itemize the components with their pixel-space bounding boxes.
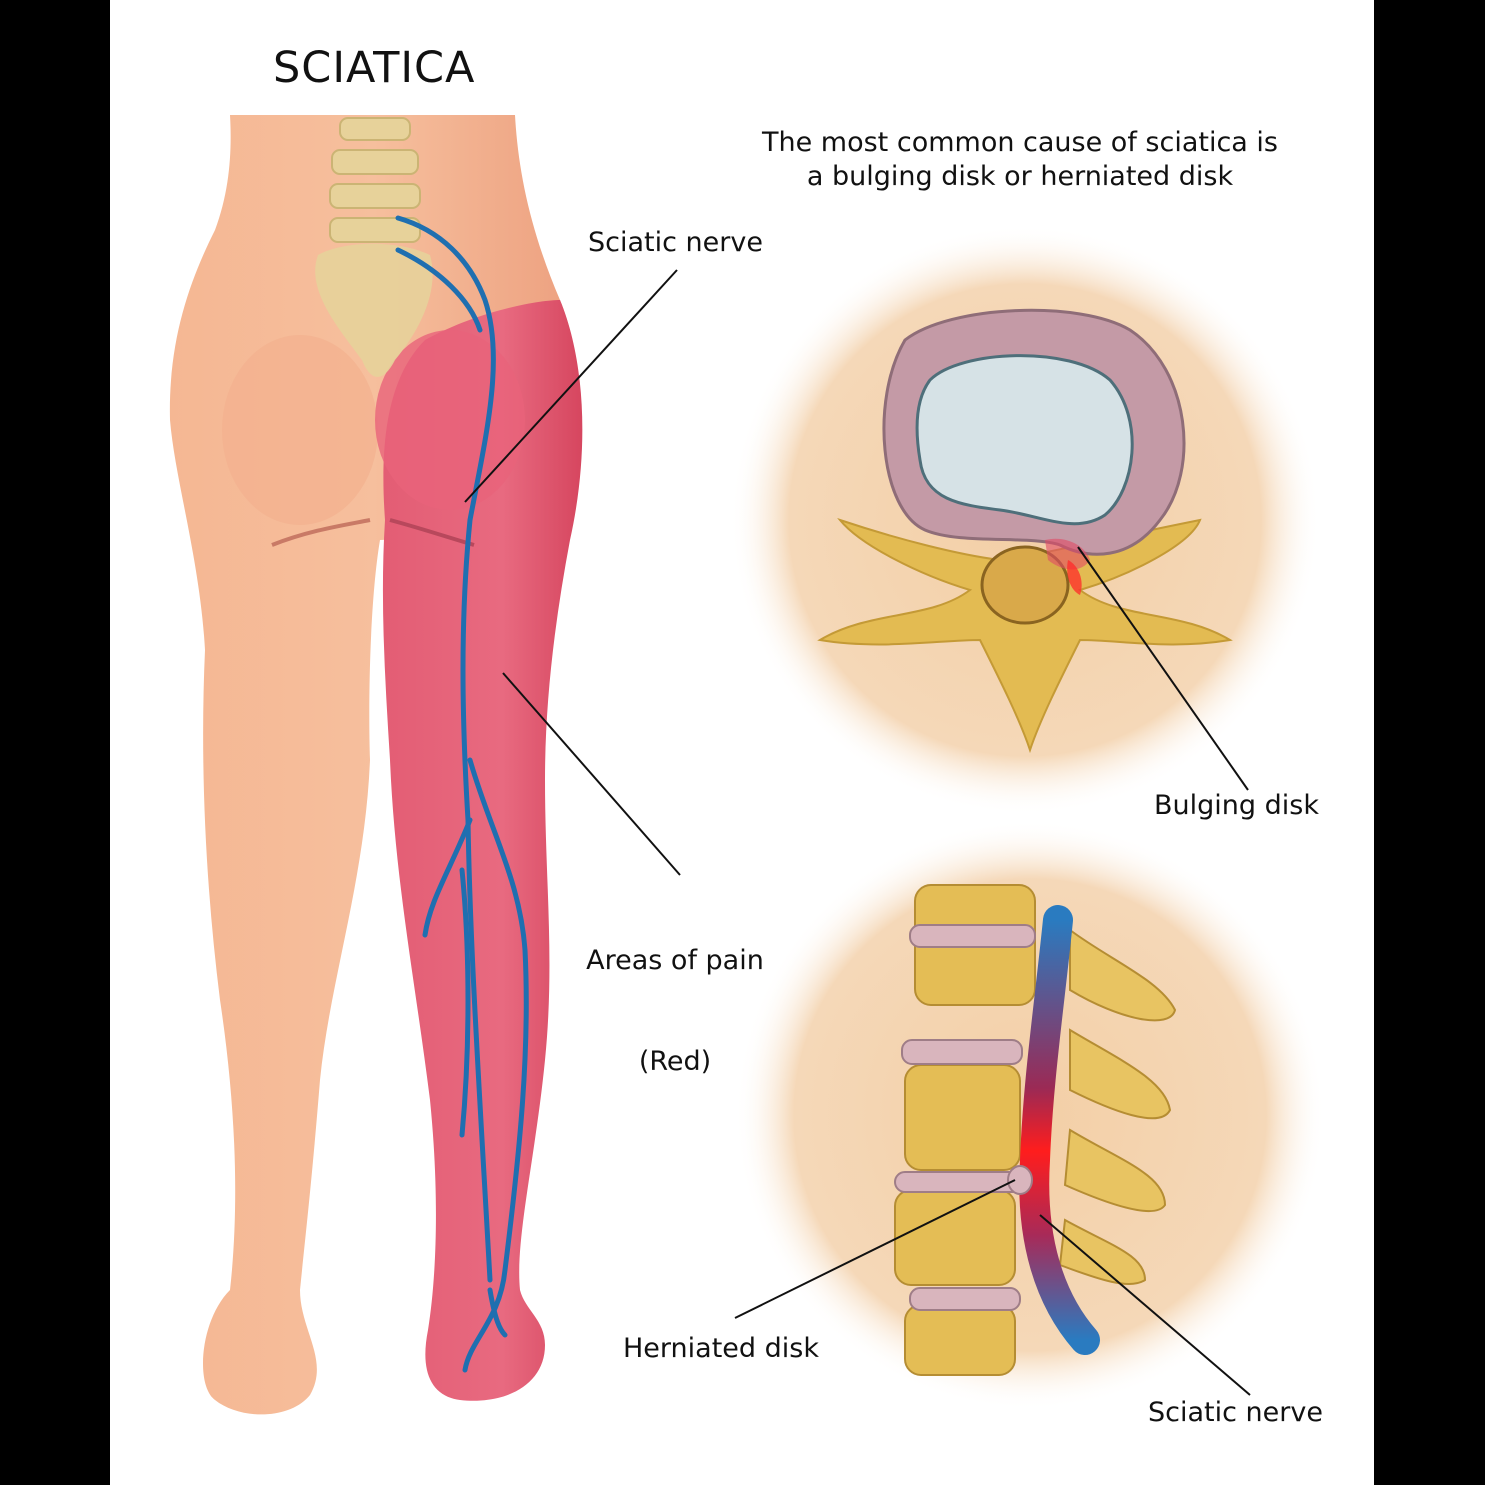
- nerve-compression: [1067, 560, 1082, 595]
- sciatic-nerve-bundle: [1019, 905, 1100, 1355]
- leader-bulging-disk: [1077, 546, 1249, 791]
- leader-lines: [464, 269, 1251, 1396]
- leader-areas-of-pain: [502, 672, 681, 876]
- body-figure: [169, 115, 583, 1415]
- spinous-processes: [1058, 928, 1177, 1286]
- herniated-disk-inset: [735, 820, 1325, 1410]
- leader-herniated-disk: [734, 1179, 1016, 1319]
- sacrum: [315, 243, 433, 377]
- left-buttock: [222, 335, 378, 525]
- label-sciatic-nerve-bottom: Sciatic nerve: [1148, 1397, 1323, 1428]
- bulging-disk-inset: [730, 225, 1320, 815]
- gluteal-fold-left: [271, 518, 371, 547]
- lumbar-vertebrae: [329, 117, 421, 243]
- leader-sciatic-nerve-top: [464, 269, 678, 503]
- label-areas-of-pain-line1: Areas of pain: [586, 944, 764, 976]
- label-areas-of-pain: Areas of pain (Red): [560, 876, 790, 1112]
- right-buttock: [375, 330, 525, 510]
- herniated-disk-bulge: [1007, 1165, 1033, 1195]
- label-areas-of-pain-line2: (Red): [638, 1045, 712, 1077]
- label-bulging-disk: Bulging disk: [1154, 790, 1319, 821]
- herniation-bulge: [1045, 538, 1090, 570]
- spinal-cord: [980, 545, 1070, 625]
- diagram-subtitle: The most common cause of sciatica is a b…: [762, 127, 1278, 192]
- diagram-title: SCIATICA: [273, 43, 476, 93]
- label-herniated-disk: Herniated disk: [623, 1333, 819, 1364]
- pain-area: [382, 300, 583, 1401]
- label-sciatic-nerve-top: Sciatic nerve: [588, 227, 763, 258]
- disk-nucleus: [915, 354, 1134, 526]
- sciatic-nerve-path: [395, 215, 529, 1373]
- leader-sciatic-nerve-bottom: [1039, 1214, 1251, 1396]
